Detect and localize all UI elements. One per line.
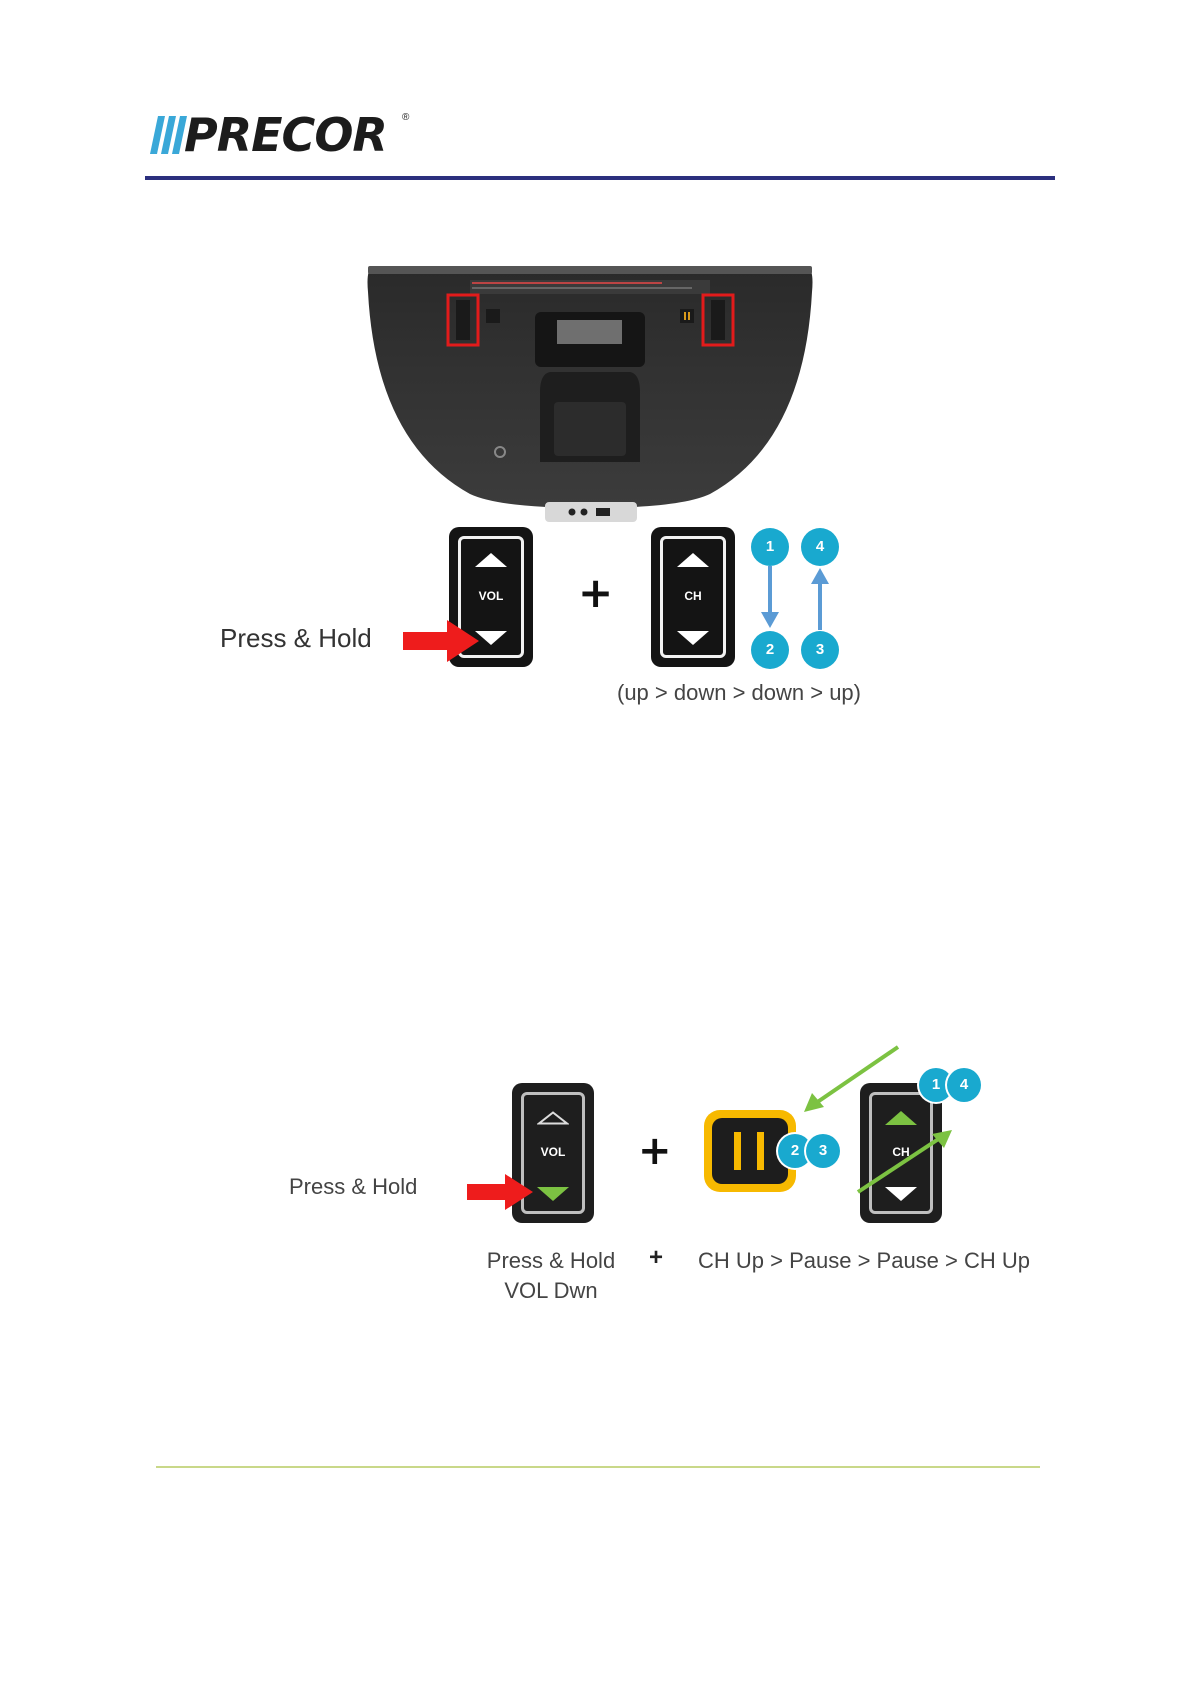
plus-sign: +	[578, 568, 613, 617]
step-badge-4-ch: 4	[947, 1068, 981, 1102]
red-arrow-icon	[403, 620, 479, 662]
down-arrow-icon	[760, 566, 780, 630]
registered-mark: ®	[402, 112, 409, 123]
caption-press-hold: Press & Hold	[481, 1248, 621, 1274]
green-arrow-to-ch-up-icon	[852, 1126, 958, 1196]
plus-sign-2: +	[638, 1128, 672, 1174]
ch-label: CH	[651, 589, 735, 603]
logo-wordmark: PRECOR	[184, 108, 387, 162]
press-hold-label-2: Press & Hold	[289, 1174, 417, 1200]
ch-up-green-arrow-icon[interactable]	[885, 1111, 917, 1125]
console-photo	[360, 262, 820, 524]
ch-down-arrow-icon[interactable]	[677, 631, 709, 645]
vol-up-outline-arrow-icon[interactable]	[537, 1111, 569, 1125]
caption-sequence: CH Up > Pause > Pause > CH Up	[698, 1248, 1030, 1274]
vol-up-arrow-icon[interactable]	[475, 553, 507, 567]
footer-divider	[156, 1466, 1040, 1468]
up-arrow-icon	[810, 566, 830, 630]
step-badge-3-pause: 3	[806, 1134, 840, 1168]
caption-plus: +	[649, 1244, 663, 1272]
vol-down-green-arrow-icon[interactable]	[537, 1187, 569, 1201]
ch-control[interactable]: CH	[651, 527, 735, 667]
step-badge-4: 4	[801, 528, 839, 566]
pause-icon	[730, 1132, 770, 1170]
press-hold-label: Press & Hold	[220, 623, 372, 654]
step-badge-2: 2	[751, 631, 789, 669]
vol-down-arrow-icon[interactable]	[475, 631, 507, 645]
step-badge-3: 3	[801, 631, 839, 669]
precor-logo: PRECOR ®	[148, 108, 418, 164]
vol-label: VOL	[449, 589, 533, 603]
ch-up-arrow-icon[interactable]	[677, 553, 709, 567]
step-badge-1: 1	[751, 528, 789, 566]
vol-label-2: VOL	[512, 1145, 594, 1159]
header-divider	[145, 176, 1055, 180]
red-arrow-icon-2	[467, 1174, 533, 1210]
caption-vol-dwn: VOL Dwn	[481, 1278, 621, 1304]
sequence-caption: (up > down > down > up)	[617, 680, 861, 706]
